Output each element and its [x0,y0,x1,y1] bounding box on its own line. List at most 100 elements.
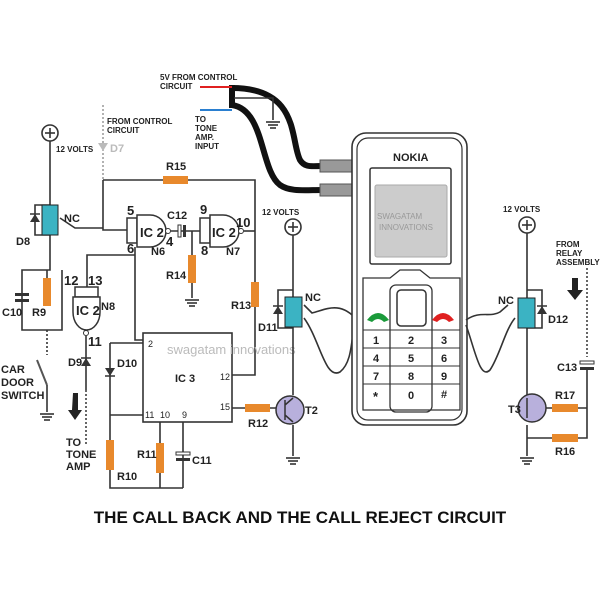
pin-label: 11 [88,334,102,349]
gate-n7 [199,214,244,248]
r10 [106,440,114,470]
phone-brand: NOKIA [393,152,429,164]
key-hash: # [441,389,447,401]
r14 [188,255,196,283]
relay-left [41,204,59,236]
key-9: 9 [441,371,447,383]
transistor-t3 [517,393,547,423]
label-r12: R12 [248,418,268,430]
label-t3: T3 [508,404,521,416]
label-d8: D8 [16,236,30,248]
pin-label: 12 [220,372,230,382]
end-call-icon [432,313,454,322]
key-8: 8 [408,371,414,383]
r13 [251,282,259,307]
door-switch [36,359,48,386]
call-icon [367,313,389,322]
label-ic2: IC 2 [140,225,164,240]
left-power-section [15,124,103,421]
label-to-tone-amp: TONE [66,449,96,461]
label-d7: D7 [110,143,124,155]
relay-right [517,297,536,329]
label-nc: NC [305,292,321,304]
r11 [156,443,164,473]
label-from-relay: ASSEMBLY [556,258,600,267]
pin-label: 8 [201,243,208,258]
pin-label: 9 [182,410,187,420]
pin-label: 10 [160,410,170,420]
label-tone-in: AMP. [195,133,214,142]
label-door: CAR [1,364,25,376]
label-tone-in: INPUT [195,142,219,151]
label-nc: NC [64,213,80,225]
label-r14: R14 [166,270,187,282]
label-12v: 12 VOLTS [262,208,300,217]
c10 [15,299,29,302]
ic3 [142,332,233,423]
diagram-title: THE CALL BACK AND THE CALL REJECT CIRCUI… [94,508,507,527]
label-from-control: FROM CONTROL [107,117,172,126]
label-r9: R9 [32,307,46,319]
label-c11: C11 [192,455,212,467]
label-d11: D11 [258,322,278,334]
label-n6: N6 [151,246,165,258]
label-ic2: IC 2 [76,303,100,318]
pin-label: 12 [64,273,78,288]
label-door: DOOR [1,377,34,389]
r12 [245,404,270,412]
label-r15: R15 [166,161,186,173]
pin-label: 5 [127,203,134,218]
label-r17: R17 [555,390,575,402]
transistor-t2 [275,395,305,425]
label-c10: C10 [2,307,22,319]
label-ic3: IC 3 [175,373,195,385]
nav-key [396,289,427,327]
pin-label: 13 [88,273,102,288]
key-5: 5 [408,353,414,365]
gate-n6 [126,214,171,248]
key-3: 3 [441,335,447,347]
label-r11: R11 [137,449,157,461]
label-from-relay: RELAY [556,249,583,258]
key-star: * [373,389,379,404]
pin-label: 15 [220,402,230,412]
label-nc: NC [498,295,514,307]
label-12v: 12 VOLTS [503,205,541,214]
label-c13: C13 [557,362,577,374]
key-2: 2 [408,335,414,347]
label-from-control: CIRCUIT [107,126,140,135]
pin-label: 4 [166,234,174,249]
r17 [552,404,578,412]
c13 [580,367,594,370]
key-6: 6 [441,353,447,365]
phone-nokia: NOKIA SWAGATAM INNOVATIONS 1 2 3 4 5 6 7… [351,132,468,426]
r16 [552,434,578,442]
r9 [43,278,51,306]
label-ic2: IC 2 [212,225,236,240]
label-d10: D10 [117,358,137,370]
label-n8: N8 [101,301,115,313]
key-7: 7 [373,371,379,383]
arrow-down-icon [68,393,82,420]
screen-text: SWAGATAM [377,212,423,221]
r15 [163,176,188,184]
label-tone-in: TONE [195,124,218,133]
label-r13: R13 [231,300,251,312]
c11 [176,458,190,461]
label-5v-1: 5V FROM CONTROL [160,73,237,82]
label-d9: D9 [68,357,82,369]
key-0: 0 [408,390,414,402]
label-c12: C12 [167,210,187,222]
label-r10: R10 [117,471,137,483]
label-d12: D12 [548,314,568,326]
label-tone-in: TO [195,115,206,124]
pin-label: 6 [127,241,134,256]
key-4: 4 [373,353,380,365]
arrow-down-icon [567,278,583,300]
label-to-tone-amp: TO [66,437,82,449]
label-to-tone-amp: AMP [66,461,90,473]
label-from-relay: FROM [556,240,580,249]
pin-label: 2 [148,339,153,349]
